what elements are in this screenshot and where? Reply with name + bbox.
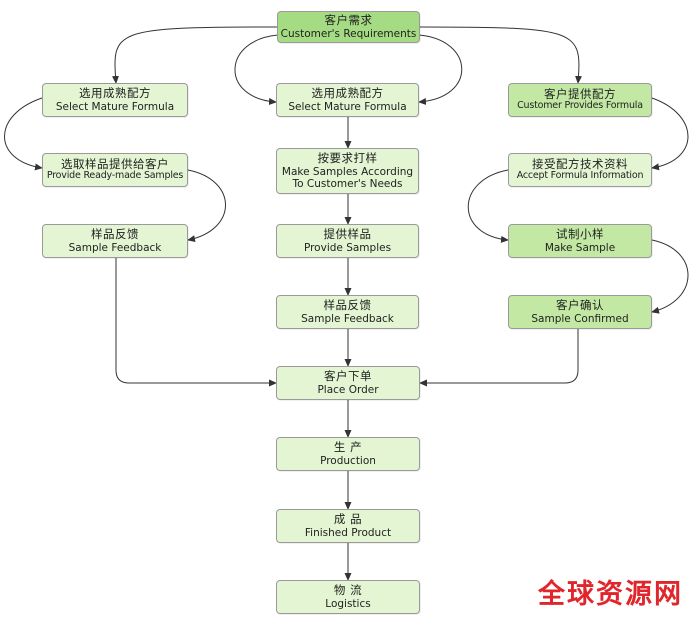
node-sample-confirmed: 客户确认 Sample Confirmed	[508, 295, 652, 329]
arrow-right-make-to-confirmed	[651, 239, 689, 314]
node-production-zh: 生 产	[333, 440, 363, 455]
node-sample-confirmed-en: Sample Confirmed	[531, 312, 629, 325]
arrow-top-to-center-left	[234, 34, 279, 105]
node-logistics-en: Logistics	[325, 597, 371, 610]
node-provide-samples-en: Provide Samples	[303, 241, 392, 254]
node-sample-feedback-center: 样品反馈 Sample Feedback	[276, 295, 419, 329]
node-accept-formula-information-en: Accept Formula Information	[516, 170, 644, 182]
arrow-right-formula-to-info	[651, 97, 689, 171]
node-sample-feedback-center-en: Sample Feedback	[301, 312, 394, 325]
node-select-formula-center: 选用成熟配方 Select Mature Formula	[276, 83, 419, 117]
node-customer-requirements: 客户需求 Customer's Requirements	[277, 11, 420, 43]
watermark-logo: 全球资源网	[538, 579, 683, 610]
arrow-top-to-center-right	[418, 34, 463, 106]
node-customer-provides-formula-en: Customer Provides Formula	[517, 100, 643, 112]
node-place-order-zh: 客户下单	[324, 369, 372, 384]
node-provide-samples: 提供样品 Provide Samples	[276, 224, 419, 258]
node-logistics-zh: 物 流	[333, 583, 363, 598]
node-select-formula-left-en: Select Mature Formula	[55, 100, 175, 113]
node-select-formula-left: 选用成熟配方 Select Mature Formula	[42, 83, 188, 117]
arrow-left-formula-to-samples	[4, 97, 43, 171]
node-customer-provides-formula: 客户提供配方 Customer Provides Formula	[508, 83, 652, 117]
arrow-left-samples-to-feedback	[187, 169, 226, 243]
node-customer-requirements-zh: 客户需求	[324, 13, 373, 28]
node-provide-ready-samples-zh: 选取样品提供给客户	[61, 156, 169, 171]
node-finished-product-en: Finished Product	[304, 526, 392, 539]
node-make-sample-en: Make Sample	[544, 241, 616, 254]
node-sample-feedback-center-zh: 样品反馈	[323, 298, 372, 313]
node-sample-feedback-left-en: Sample Feedback	[68, 241, 162, 254]
node-customer-provides-formula-zh: 客户提供配方	[544, 86, 616, 101]
arrow-top-to-right	[419, 26, 583, 84]
node-accept-formula-information: 接受配方技术资料 Accept Formula Information	[508, 153, 652, 187]
node-customer-requirements-en: Customer's Requirements	[280, 27, 417, 40]
node-select-formula-left-zh: 选用成熟配方	[79, 86, 151, 101]
node-provide-samples-zh: 提供样品	[323, 227, 372, 242]
arrow-top-to-left	[111, 26, 278, 84]
node-logistics: 物 流 Logistics	[276, 580, 420, 614]
node-finished-product-zh: 成 品	[333, 512, 363, 527]
node-make-sample-zh: 试制小样	[556, 227, 604, 242]
node-provide-ready-samples: 选取样品提供给客户 Provide Ready-made Samples	[42, 153, 188, 187]
node-production: 生 产 Production	[276, 437, 420, 471]
node-provide-ready-samples-en: Provide Ready-made Samples	[46, 170, 184, 182]
node-place-order: 客户下单 Place Order	[276, 366, 420, 400]
node-make-samples-according-en1: Make Samples According	[281, 165, 414, 178]
arrow-confirmed-to-order	[419, 329, 579, 387]
node-make-samples-according-zh: 按要求打样	[317, 151, 378, 166]
node-sample-confirmed-zh: 客户确认	[556, 298, 604, 313]
node-place-order-en: Place Order	[317, 383, 379, 396]
node-make-samples-according-en2: To Customer's Needs	[292, 177, 403, 190]
node-sample-feedback-left-zh: 样品反馈	[91, 227, 139, 242]
node-make-sample: 试制小样 Make Sample	[508, 224, 652, 258]
node-select-formula-center-zh: 选用成熟配方	[311, 86, 384, 101]
arrow-right-info-to-make	[467, 169, 509, 243]
node-make-samples-according: 按要求打样 Make Samples According To Customer…	[276, 148, 419, 194]
node-select-formula-center-en: Select Mature Formula	[288, 100, 407, 113]
node-production-en: Production	[320, 454, 376, 467]
arrow-left-feedback-to-order	[115, 258, 277, 387]
node-finished-product: 成 品 Finished Product	[276, 509, 420, 543]
node-accept-formula-information-zh: 接受配方技术资料	[532, 156, 628, 171]
node-sample-feedback-left: 样品反馈 Sample Feedback	[42, 224, 188, 258]
